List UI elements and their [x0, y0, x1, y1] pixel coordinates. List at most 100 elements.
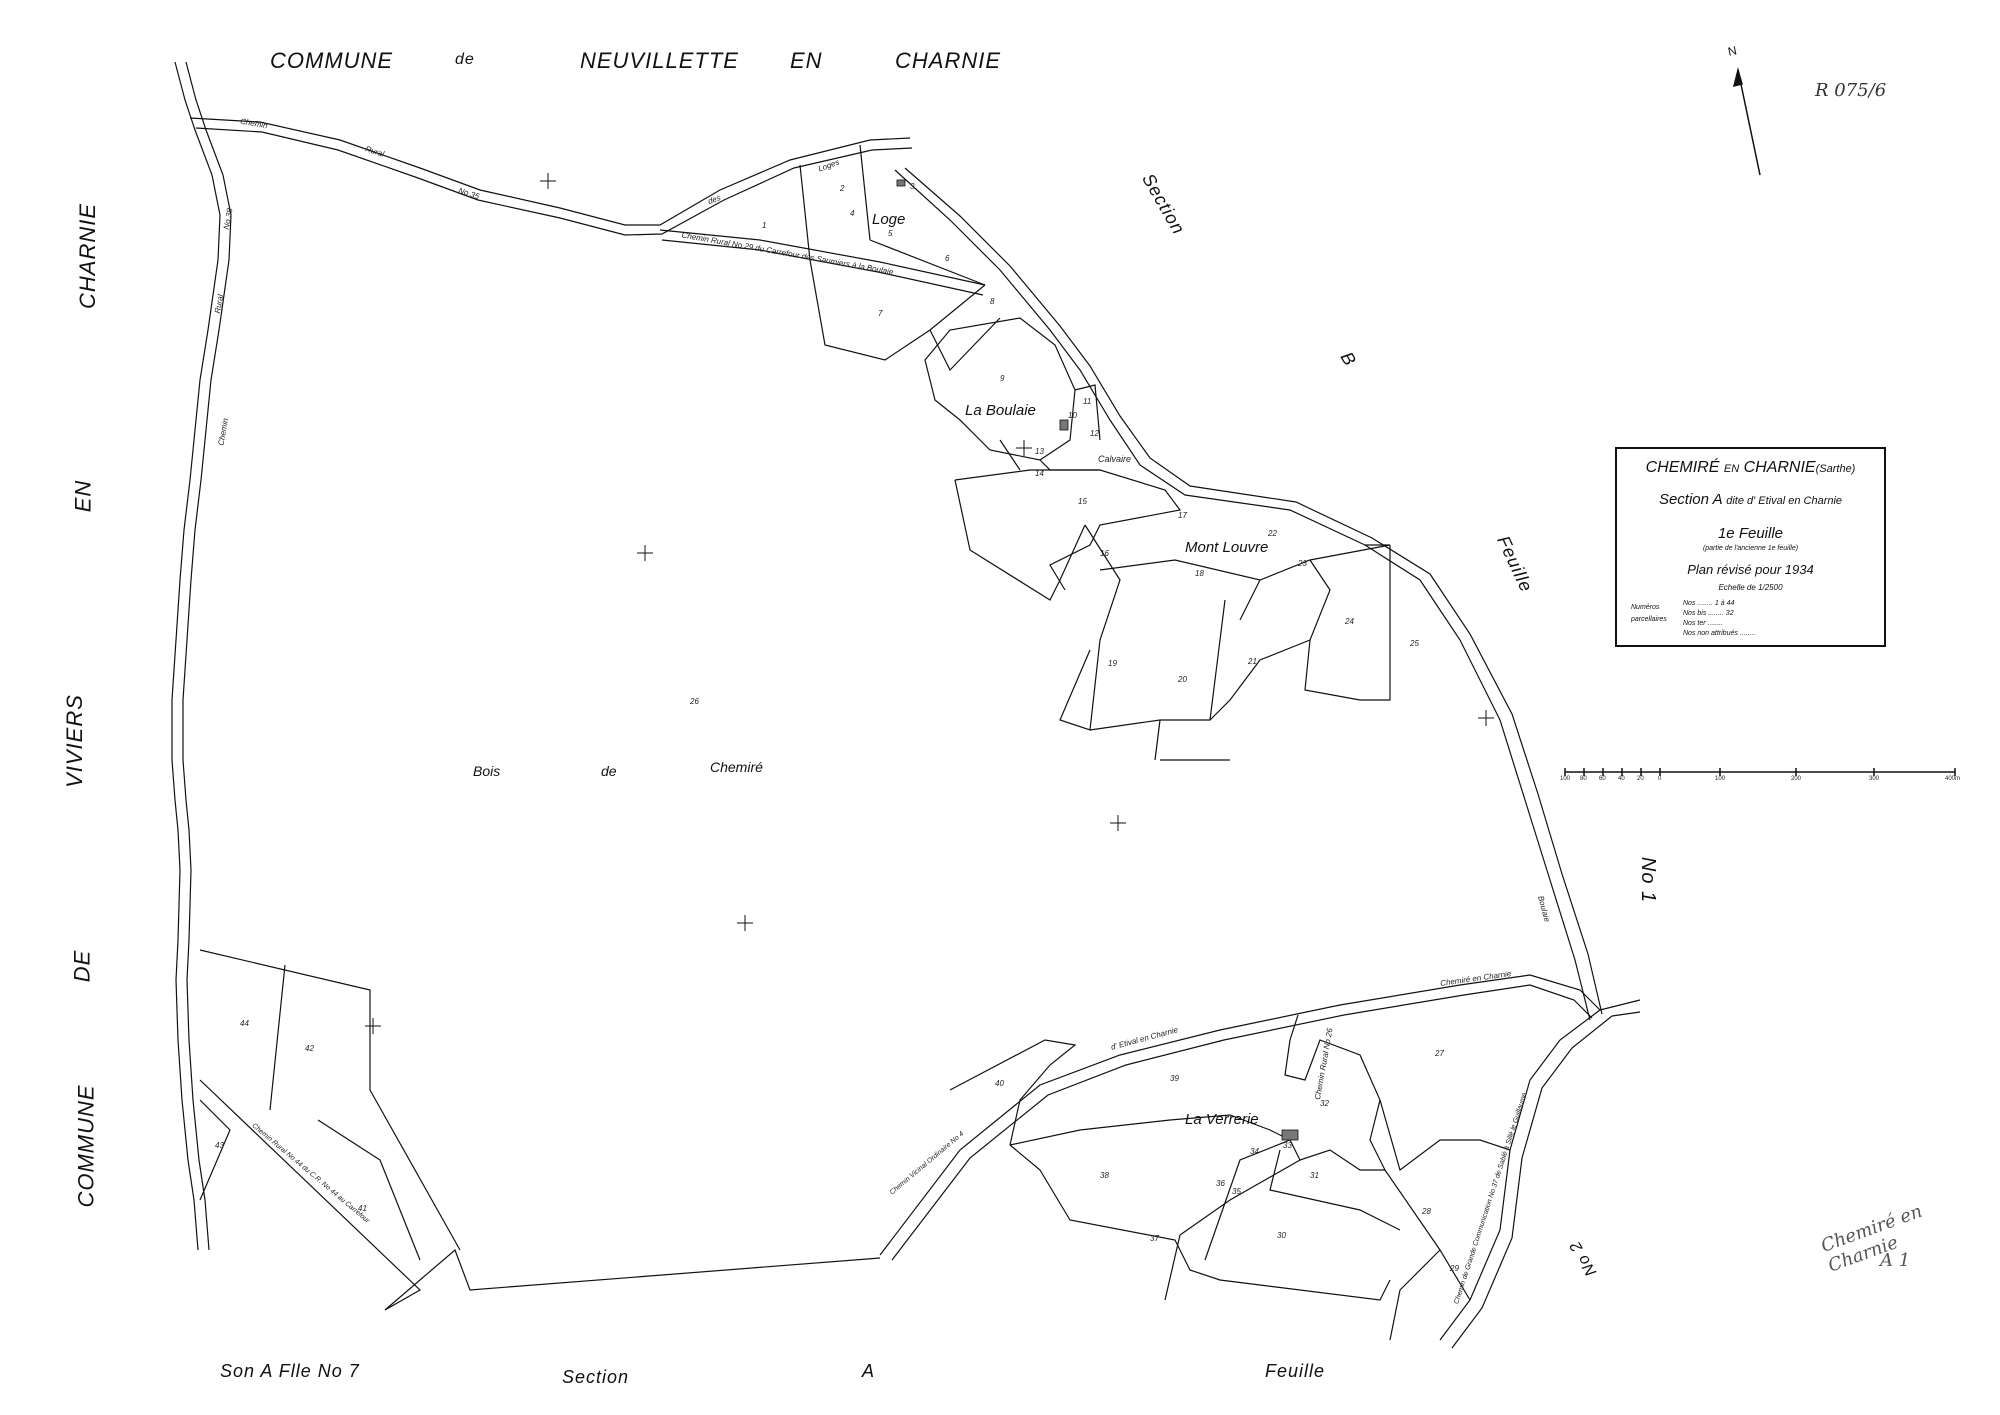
parcel-number: 14 [1035, 469, 1044, 478]
parcel-number: 27 [1435, 1049, 1444, 1058]
border-top-commune: COMMUNE [270, 48, 394, 73]
parcel-number: 20 [1178, 675, 1187, 684]
parcel-number: 30 [1277, 1231, 1286, 1240]
place-de: de [601, 763, 617, 779]
parcel-number: 12 [1090, 429, 1099, 438]
border-bottom-son: Son A Flle No 7 [220, 1361, 360, 1381]
scale-label: 100 [1715, 776, 1726, 782]
scale-label: 60 [1599, 776, 1606, 782]
parcel-number: 23 [1298, 559, 1307, 568]
title-en: EN [1723, 463, 1740, 475]
scale-label: 200 [1791, 776, 1802, 782]
parcel-number: 7 [878, 309, 883, 318]
title-echelle-value: 1/2500 [1758, 583, 1783, 592]
numeros-line: Nos ter ........ [1683, 620, 1724, 627]
numeros-line: Nos bis ........ 32 [1683, 610, 1734, 617]
parcel-number: 21 [1248, 657, 1257, 666]
top-road [189, 117, 911, 226]
parcel-number: 9 [1000, 374, 1005, 383]
title-feuille-sub: (partie de l'ancienne 1e feuille) [1702, 545, 1799, 552]
parcel-number: 18 [1195, 569, 1204, 578]
border-left-viviers: VIVIERS [61, 694, 87, 788]
parcel-number: 3 [910, 182, 915, 191]
numeros-label: Numéros [1631, 604, 1660, 611]
scale-label: 40 [1618, 776, 1625, 782]
title-echelle-label: Echelle de [1718, 583, 1756, 592]
border-right-no1: No 1 [1637, 856, 1660, 904]
parcel-number: 16 [1100, 549, 1109, 558]
scale-label: 100 [1560, 776, 1571, 782]
parcel-number: 26 [690, 697, 699, 706]
place-loge: Loge [872, 211, 906, 228]
parcel-number: 24 [1345, 617, 1354, 626]
title-plan: Plan révisé pour 1934 [1687, 562, 1814, 577]
numeros-line: Nos non attribués ........ [1683, 630, 1756, 637]
scale-label: 400m [1945, 776, 1961, 782]
place-la-boulaie: La Boulaie [965, 402, 1036, 419]
parcel-number: 38 [1100, 1171, 1109, 1180]
title-commune-line: CHEMIRÉ EN CHARNIE(Sarthe) [1617, 459, 1884, 477]
wood-boundary [384, 1248, 881, 1311]
building-la-verrerie [1281, 1129, 1299, 1141]
title-section-line: Section A dite d' Etival en Charnie [1617, 491, 1884, 508]
parcel-number: 32 [1320, 1099, 1329, 1108]
parcel-number: 42 [305, 1044, 314, 1053]
border-left-de: DE [69, 949, 95, 983]
parcel-number: 17 [1178, 511, 1187, 520]
survey-cross [540, 173, 556, 189]
title-section: Section A [1658, 491, 1723, 508]
border-bottom-section: Section [562, 1367, 630, 1387]
parcel-number: 29 [1450, 1264, 1459, 1273]
parcellaires-label: parcellaires [1631, 616, 1667, 623]
parcel-number: 8 [990, 297, 995, 306]
border-bottom-feuille: Feuille [1265, 1361, 1326, 1381]
parcel-number: 4 [850, 209, 855, 218]
parcel-number: 34 [1250, 1147, 1259, 1156]
border-top-en: EN [790, 48, 823, 73]
title-feuille: 1e Feuille [1717, 525, 1784, 542]
parcel-number: 5 [888, 229, 893, 238]
bottom-road [879, 974, 1601, 1256]
title-echelle-line: Echelle de 1/2500 [1617, 583, 1884, 592]
parcel-number: 28 [1422, 1207, 1431, 1216]
border-left-en: EN [70, 479, 96, 513]
north-arrow [1737, 69, 1761, 176]
title-dept: (Sarthe) [1815, 463, 1856, 475]
title-commune: CHEMIRÉ [1645, 459, 1720, 476]
east-road [894, 169, 1591, 1021]
parcel-number: 35 [1232, 1187, 1241, 1196]
scale-label: 300 [1869, 776, 1880, 782]
parcel-number: 19 [1108, 659, 1117, 668]
place-calvaire: Calvaire [1098, 454, 1132, 464]
border-top-de: de [455, 51, 475, 68]
building-loge [896, 179, 906, 187]
reference-code: R 075/6 [1815, 80, 1887, 101]
numeros-lines: Nos ........ 1 à 44 Nos bis ........ 32 … [1683, 599, 1843, 639]
parcel-number: 1 [762, 221, 767, 230]
place-chemire: Chemiré [710, 759, 763, 775]
border-left-commune: COMMUNE [73, 1084, 99, 1208]
border-bottom-a: A [862, 1361, 876, 1381]
parcel-number: 44 [240, 1019, 249, 1028]
place-la-verrerie: La Verrerie [1185, 1111, 1259, 1128]
parcel-number: 13 [1035, 447, 1044, 456]
parcel-number: 40 [995, 1079, 1004, 1088]
parcel-number: 39 [1170, 1074, 1179, 1083]
title-section-sub: dite d' Etival en Charnie [1726, 495, 1843, 507]
building-la-boulaie [1059, 419, 1069, 431]
parcel-number: 10 [1068, 411, 1077, 420]
parcel-number: 41 [358, 1204, 367, 1213]
parcel-number: 11 [1083, 397, 1092, 406]
parcel-number: 2 [840, 184, 845, 193]
parcel-number: 33 [1283, 1141, 1292, 1150]
parcel-number: 22 [1268, 529, 1277, 538]
numeros-line: Nos ........ 1 à 44 [1683, 600, 1735, 607]
scale-label: 20 [1637, 776, 1644, 782]
handwritten-note-2: A 1 [1880, 1250, 1911, 1271]
parcel-number: 25 [1410, 639, 1419, 648]
title-charnie: CHARNIE [1743, 459, 1816, 476]
scale-label: 80 [1580, 776, 1587, 782]
title-cartouche: CHEMIRÉ EN CHARNIE(Sarthe) Section A dit… [1615, 447, 1886, 647]
parcel-number: 36 [1216, 1179, 1225, 1188]
